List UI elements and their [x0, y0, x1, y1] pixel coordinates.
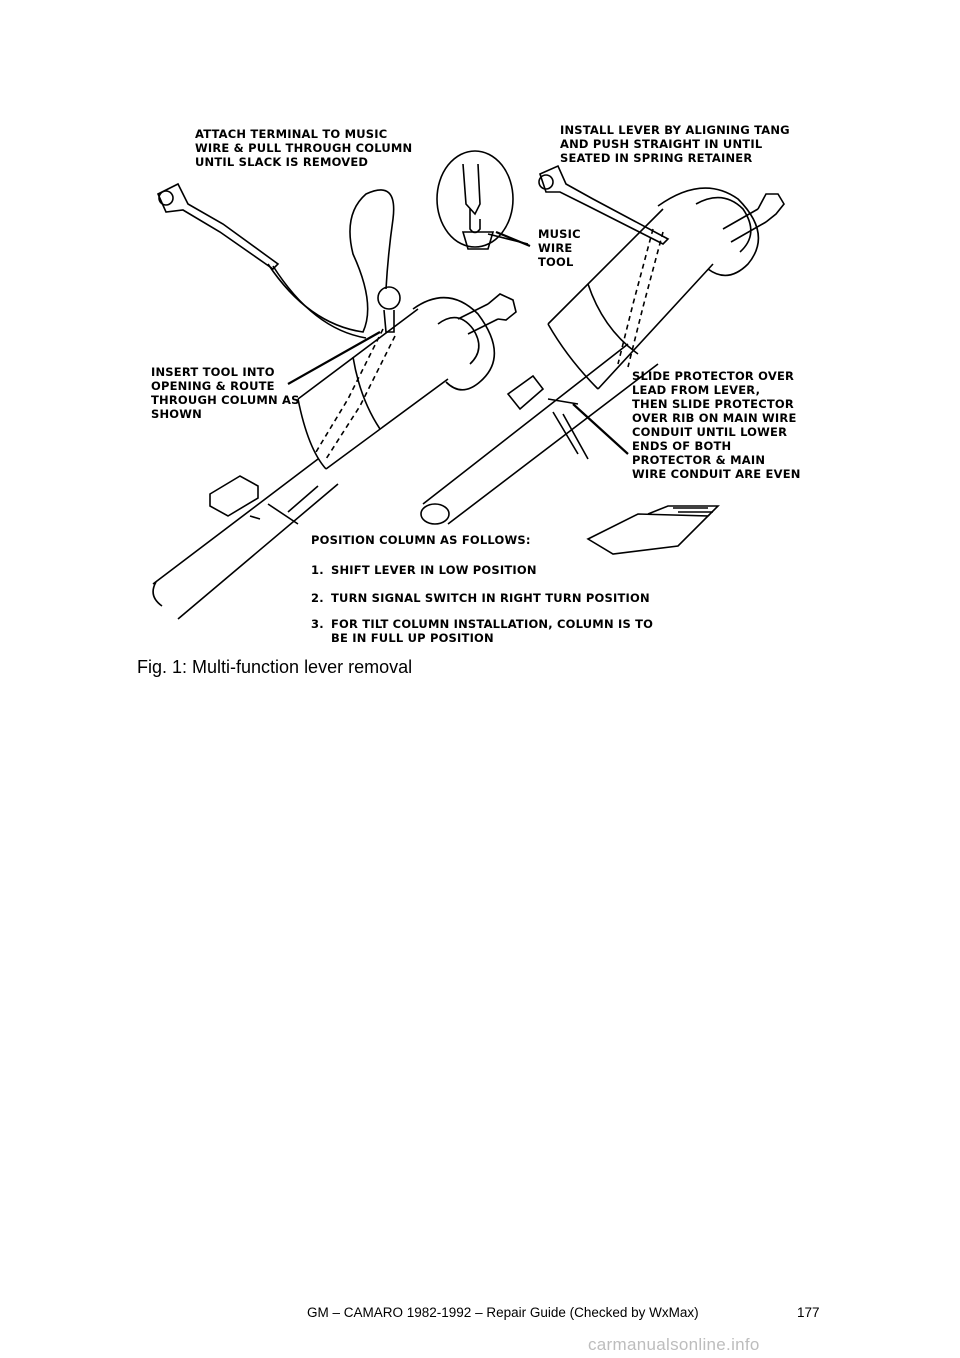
label-music-wire: MUSIC WIRE TOOL	[538, 227, 581, 269]
svg-text:INSTALL LEVER BY ALIGNING TANG: INSTALL LEVER BY ALIGNING TANG	[560, 123, 790, 137]
svg-text:1.: 1.	[311, 563, 324, 577]
arrow-insert	[287, 331, 381, 385]
label-slide: SLIDE PROTECTOR OVER LEAD FROM LEVER, TH…	[632, 369, 801, 481]
svg-text:OVER RIB ON MAIN WIRE: OVER RIB ON MAIN WIRE	[632, 411, 797, 425]
right-column-tube-end	[420, 503, 450, 525]
page-footer: GM – CAMARO 1982-1992 – Repair Guide (Ch…	[0, 1305, 960, 1325]
label-attach: ATTACH TERMINAL TO MUSIC WIRE & PULL THR…	[195, 127, 412, 169]
left-column-housing	[297, 308, 449, 470]
steering-column-figure: ATTACH TERMINAL TO MUSIC WIRE & PULL THR…	[148, 114, 828, 654]
svg-text:MUSIC: MUSIC	[538, 227, 581, 241]
svg-text:SHIFT LEVER IN LOW POSITION: SHIFT LEVER IN LOW POSITION	[331, 563, 537, 577]
left-column-cap	[412, 296, 496, 391]
page-number: 177	[797, 1305, 820, 1320]
left-column-bracket	[209, 475, 259, 517]
watermark: carmanualsonline.info	[588, 1335, 760, 1354]
svg-text:TURN SIGNAL SWITCH IN RIGHT TU: TURN SIGNAL SWITCH IN RIGHT TURN POSITIO…	[331, 591, 650, 605]
svg-text:INSERT TOOL INTO: INSERT TOOL INTO	[151, 365, 275, 379]
footer-title: GM – CAMARO 1982-1992 – Repair Guide (Ch…	[307, 1305, 699, 1320]
svg-text:SHOWN: SHOWN	[151, 407, 202, 421]
terminal-tool-left	[156, 182, 280, 271]
svg-text:OPENING & ROUTE: OPENING & ROUTE	[151, 379, 275, 393]
wire-connector	[586, 513, 710, 555]
lever-tool	[539, 164, 670, 245]
detail-inset	[436, 150, 514, 248]
music-wire-curve	[267, 189, 395, 333]
svg-text:SLIDE PROTECTOR OVER: SLIDE PROTECTOR OVER	[632, 369, 794, 383]
label-install: INSTALL LEVER BY ALIGNING TANG AND PUSH …	[560, 123, 790, 165]
figure-caption: Fig. 1: Multi-function lever removal	[137, 657, 413, 677]
svg-text:ATTACH TERMINAL TO MUSIC: ATTACH TERMINAL TO MUSIC	[195, 127, 387, 141]
right-column-shaft	[722, 193, 785, 243]
left-column-shaft	[457, 293, 517, 335]
svg-text:FOR TILT COLUMN INSTALLATION,: FOR TILT COLUMN INSTALLATION, COLUMN IS …	[331, 617, 653, 631]
svg-text:BE IN FULL UP POSITION: BE IN FULL UP POSITION	[331, 631, 494, 645]
right-column-housing	[547, 208, 714, 390]
svg-text:POSITION COLUMN AS FOLLOWS:: POSITION COLUMN AS FOLLOWS:	[311, 533, 531, 547]
right-column-tube	[422, 343, 659, 525]
svg-text:THROUGH COLUMN AS: THROUGH COLUMN AS	[151, 393, 300, 407]
svg-text:CONDUIT UNTIL LOWER: CONDUIT UNTIL LOWER	[632, 425, 787, 439]
label-position: POSITION COLUMN AS FOLLOWS: 1. SHIFT LEV…	[311, 533, 653, 645]
steering-column-diagram: ATTACH TERMINAL TO MUSIC WIRE & PULL THR…	[151, 123, 801, 645]
svg-text:ENDS OF BOTH: ENDS OF BOTH	[632, 439, 731, 453]
right-column-cap	[657, 187, 760, 277]
label-insert: INSERT TOOL INTO OPENING & ROUTE THROUGH…	[151, 365, 300, 421]
svg-text:LEAD FROM LEVER,: LEAD FROM LEVER,	[632, 383, 760, 397]
svg-text:2.: 2.	[311, 591, 324, 605]
svg-text:THEN SLIDE PROTECTOR: THEN SLIDE PROTECTOR	[632, 397, 794, 411]
arrow-slide	[572, 403, 629, 455]
svg-text:3.: 3.	[311, 617, 324, 631]
svg-text:SEATED IN SPRING RETAINER: SEATED IN SPRING RETAINER	[560, 151, 752, 165]
left-column-end	[152, 581, 163, 607]
svg-text:PROTECTOR & MAIN: PROTECTOR & MAIN	[632, 453, 765, 467]
svg-text:WIRE & PULL THROUGH COLUMN: WIRE & PULL THROUGH COLUMN	[195, 141, 412, 155]
svg-text:UNTIL SLACK IS REMOVED: UNTIL SLACK IS REMOVED	[195, 155, 368, 169]
svg-text:WIRE: WIRE	[538, 241, 572, 255]
svg-text:WIRE CONDUIT ARE EVEN: WIRE CONDUIT ARE EVEN	[632, 467, 801, 481]
arrow-music-wire	[495, 230, 531, 248]
left-column-tube	[152, 458, 339, 620]
svg-text:AND PUSH STRAIGHT IN UNTIL: AND PUSH STRAIGHT IN UNTIL	[560, 137, 763, 151]
svg-text:TOOL: TOOL	[538, 255, 574, 269]
